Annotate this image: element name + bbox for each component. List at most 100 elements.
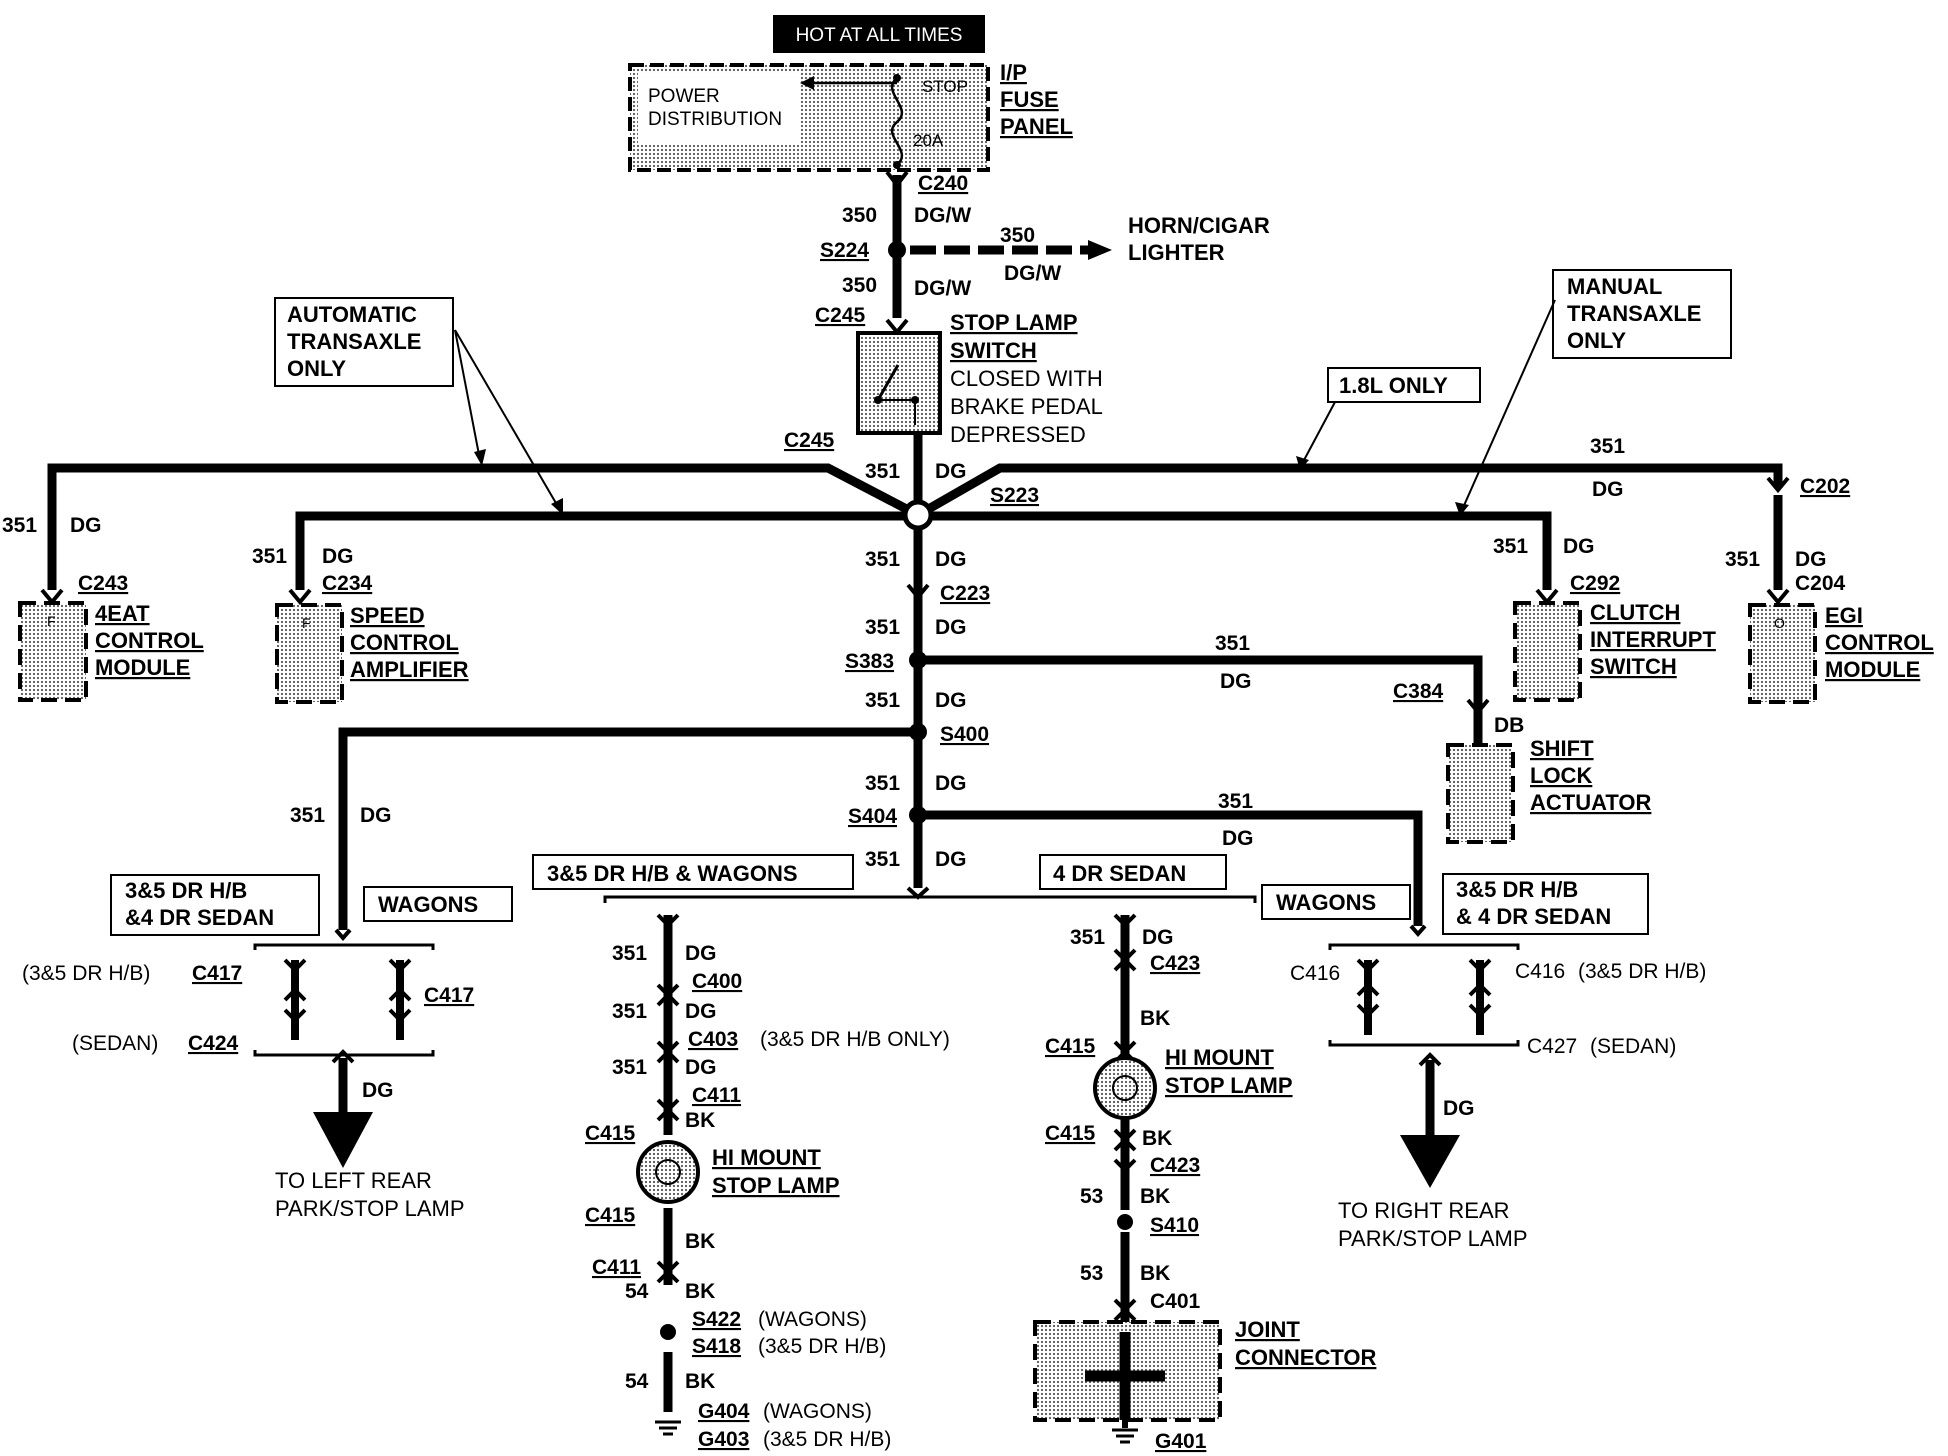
g404-label: G404 bbox=[698, 1400, 750, 1423]
manual-label-1: MANUAL bbox=[1567, 274, 1662, 299]
sedan4-label: 4 DR SEDAN bbox=[1053, 861, 1186, 886]
trunk-wire-dgw-label: DG/W bbox=[914, 204, 971, 227]
engine-1-8l-callout bbox=[1296, 367, 1481, 470]
stop-lamp-switch-label-1: STOP LAMP bbox=[950, 310, 1078, 335]
hb-bk-label-a: BK bbox=[685, 1109, 715, 1132]
egi-wire-351-label: 351 bbox=[1725, 548, 1760, 571]
trunk-351-label-b: 351 bbox=[865, 548, 900, 571]
left-rear-dest-2: PARK/STOP LAMP bbox=[275, 1196, 465, 1221]
c234-connector-mark bbox=[288, 588, 312, 606]
eat-wire-dg-label: DG bbox=[70, 514, 102, 537]
c384-connector-mark bbox=[1466, 698, 1490, 716]
hb-351-label-c: 351 bbox=[612, 1056, 647, 1079]
stop-lamp-switch-label-3: CLOSED WITH bbox=[950, 366, 1103, 391]
s410-splice bbox=[1117, 1214, 1133, 1230]
trunk-dg-label-b: DG bbox=[935, 548, 967, 571]
stop-lamp-switch-label-4: BRAKE PEDAL bbox=[950, 394, 1103, 419]
svg-text:HOT AT ALL TIMES: HOT AT ALL TIMES bbox=[796, 25, 963, 46]
sedan-lamp-bulb-icon bbox=[1112, 1075, 1138, 1101]
s223-label: S223 bbox=[990, 484, 1039, 507]
c223-label: C223 bbox=[940, 582, 990, 605]
c416b-suffix: (3&5 DR H/B) bbox=[1578, 960, 1706, 983]
hb-bk-label-d: BK bbox=[685, 1370, 715, 1393]
speed-wire-351-label: 351 bbox=[252, 545, 287, 568]
sedan-harness bbox=[1113, 913, 1137, 1390]
c245-upper-mark bbox=[885, 318, 909, 336]
c292-connector-mark bbox=[1535, 588, 1559, 606]
g403-suffix: (3&5 DR H/B) bbox=[763, 1428, 891, 1451]
eat-control-module: F bbox=[18, 601, 88, 702]
hb-dg-label-c: DG bbox=[685, 1056, 717, 1079]
svg-text:20A: 20A bbox=[913, 131, 944, 150]
c403-suffix: (3&5 DR H/B ONLY) bbox=[760, 1028, 950, 1051]
egi-bus-dg-label: DG bbox=[1592, 478, 1624, 501]
speed-wire-dg-label: DG bbox=[322, 545, 354, 568]
fuse-panel-label-panel: PANEL bbox=[1000, 114, 1073, 139]
hb-54-label-a: 54 bbox=[625, 1280, 649, 1303]
s224-splice bbox=[888, 241, 906, 259]
fuse-panel-label-ip: I/P bbox=[1000, 60, 1027, 85]
shift-wire-351-label: 351 bbox=[1215, 632, 1250, 655]
automatic-label-2: TRANSAXLE bbox=[287, 329, 421, 354]
engine-1-8l-label: 1.8L ONLY bbox=[1339, 373, 1448, 398]
c243-label: C243 bbox=[78, 572, 128, 595]
g403-label: G403 bbox=[698, 1428, 749, 1451]
sedan-dg-label: DG bbox=[1142, 926, 1174, 949]
shift-label-2: LOCK bbox=[1530, 763, 1592, 788]
trunk-wire-350b-label: 350 bbox=[842, 274, 877, 297]
right-wire-351-label: 351 bbox=[1218, 790, 1253, 813]
c400-label: C400 bbox=[692, 970, 742, 993]
horn-wire-350-label: 350 bbox=[1000, 224, 1035, 247]
s422-label: S422 bbox=[692, 1308, 741, 1331]
egi-label-1: EGI bbox=[1825, 603, 1863, 628]
fuse-panel: POWER DISTRIBUTION STOP 20A bbox=[628, 63, 990, 172]
c384-label: C384 bbox=[1393, 680, 1444, 703]
s223-splice bbox=[902, 499, 934, 531]
c415b-sedan-label: C415 bbox=[1045, 1122, 1096, 1145]
right-rear-dest-2: PARK/STOP LAMP bbox=[1338, 1226, 1528, 1251]
right-rear-wire bbox=[918, 810, 1423, 926]
sedan-351-label: 351 bbox=[1070, 926, 1105, 949]
speed-label-1: SPEED bbox=[350, 603, 425, 628]
right-rear-arrow bbox=[1400, 1135, 1460, 1188]
s418-label: S418 bbox=[692, 1335, 741, 1358]
hot-at-all-times-label: HOT AT ALL TIMES bbox=[773, 15, 985, 53]
trunk-351-label-f: 351 bbox=[865, 848, 900, 871]
sedan-bk-label-a: BK bbox=[1140, 1007, 1170, 1030]
hb-wagons-callout bbox=[532, 854, 854, 890]
trunk-wire-350-label: 350 bbox=[842, 204, 877, 227]
c204-connector-mark bbox=[1766, 588, 1790, 606]
left-hb-label-2: &4 DR SEDAN bbox=[125, 905, 274, 930]
c427-suffix: (SEDAN) bbox=[1590, 1035, 1676, 1058]
c245-lower-label: C245 bbox=[784, 429, 835, 452]
sedan-bk-label-c: BK bbox=[1140, 1185, 1170, 1208]
stop-lamp-switch bbox=[856, 331, 942, 435]
sedan-53-label-a: 53 bbox=[1080, 1185, 1103, 1208]
c223-connector-mark bbox=[906, 583, 930, 601]
trunk-351-label-e: 351 bbox=[865, 772, 900, 795]
svg-text:STOP: STOP bbox=[922, 77, 968, 96]
clutch-wire-351-label: 351 bbox=[1493, 535, 1528, 558]
left-wire-351-label: 351 bbox=[290, 804, 325, 827]
c424-label: C424 bbox=[188, 1032, 239, 1055]
trunk-351-label-c: 351 bbox=[865, 616, 900, 639]
g401-label: G401 bbox=[1155, 1430, 1207, 1453]
svg-text:DISTRIBUTION: DISTRIBUTION bbox=[648, 109, 782, 130]
shift-label-1: SHIFT bbox=[1530, 736, 1594, 761]
sedan4-callout bbox=[1039, 854, 1227, 890]
s383-label: S383 bbox=[845, 650, 894, 673]
lighter-label: LIGHTER bbox=[1128, 240, 1225, 265]
c401-label: C401 bbox=[1150, 1290, 1201, 1313]
sedan-lamp-label-2: STOP LAMP bbox=[1165, 1073, 1293, 1098]
hb-351-label-b: 351 bbox=[612, 1000, 647, 1023]
manual-transaxle-callout bbox=[1455, 269, 1732, 516]
c292-label: C292 bbox=[1570, 572, 1620, 595]
trunk-wire-dgwb-label: DG/W bbox=[914, 277, 971, 300]
shift-lock-actuator bbox=[1446, 743, 1515, 844]
automatic-label-3: ONLY bbox=[287, 356, 346, 381]
hb-lamp-label-2: STOP LAMP bbox=[712, 1173, 840, 1198]
clutch-label-3: SWITCH bbox=[1590, 654, 1677, 679]
left-wagons-label: WAGONS bbox=[378, 892, 478, 917]
g404-suffix: (WAGONS) bbox=[763, 1400, 872, 1423]
